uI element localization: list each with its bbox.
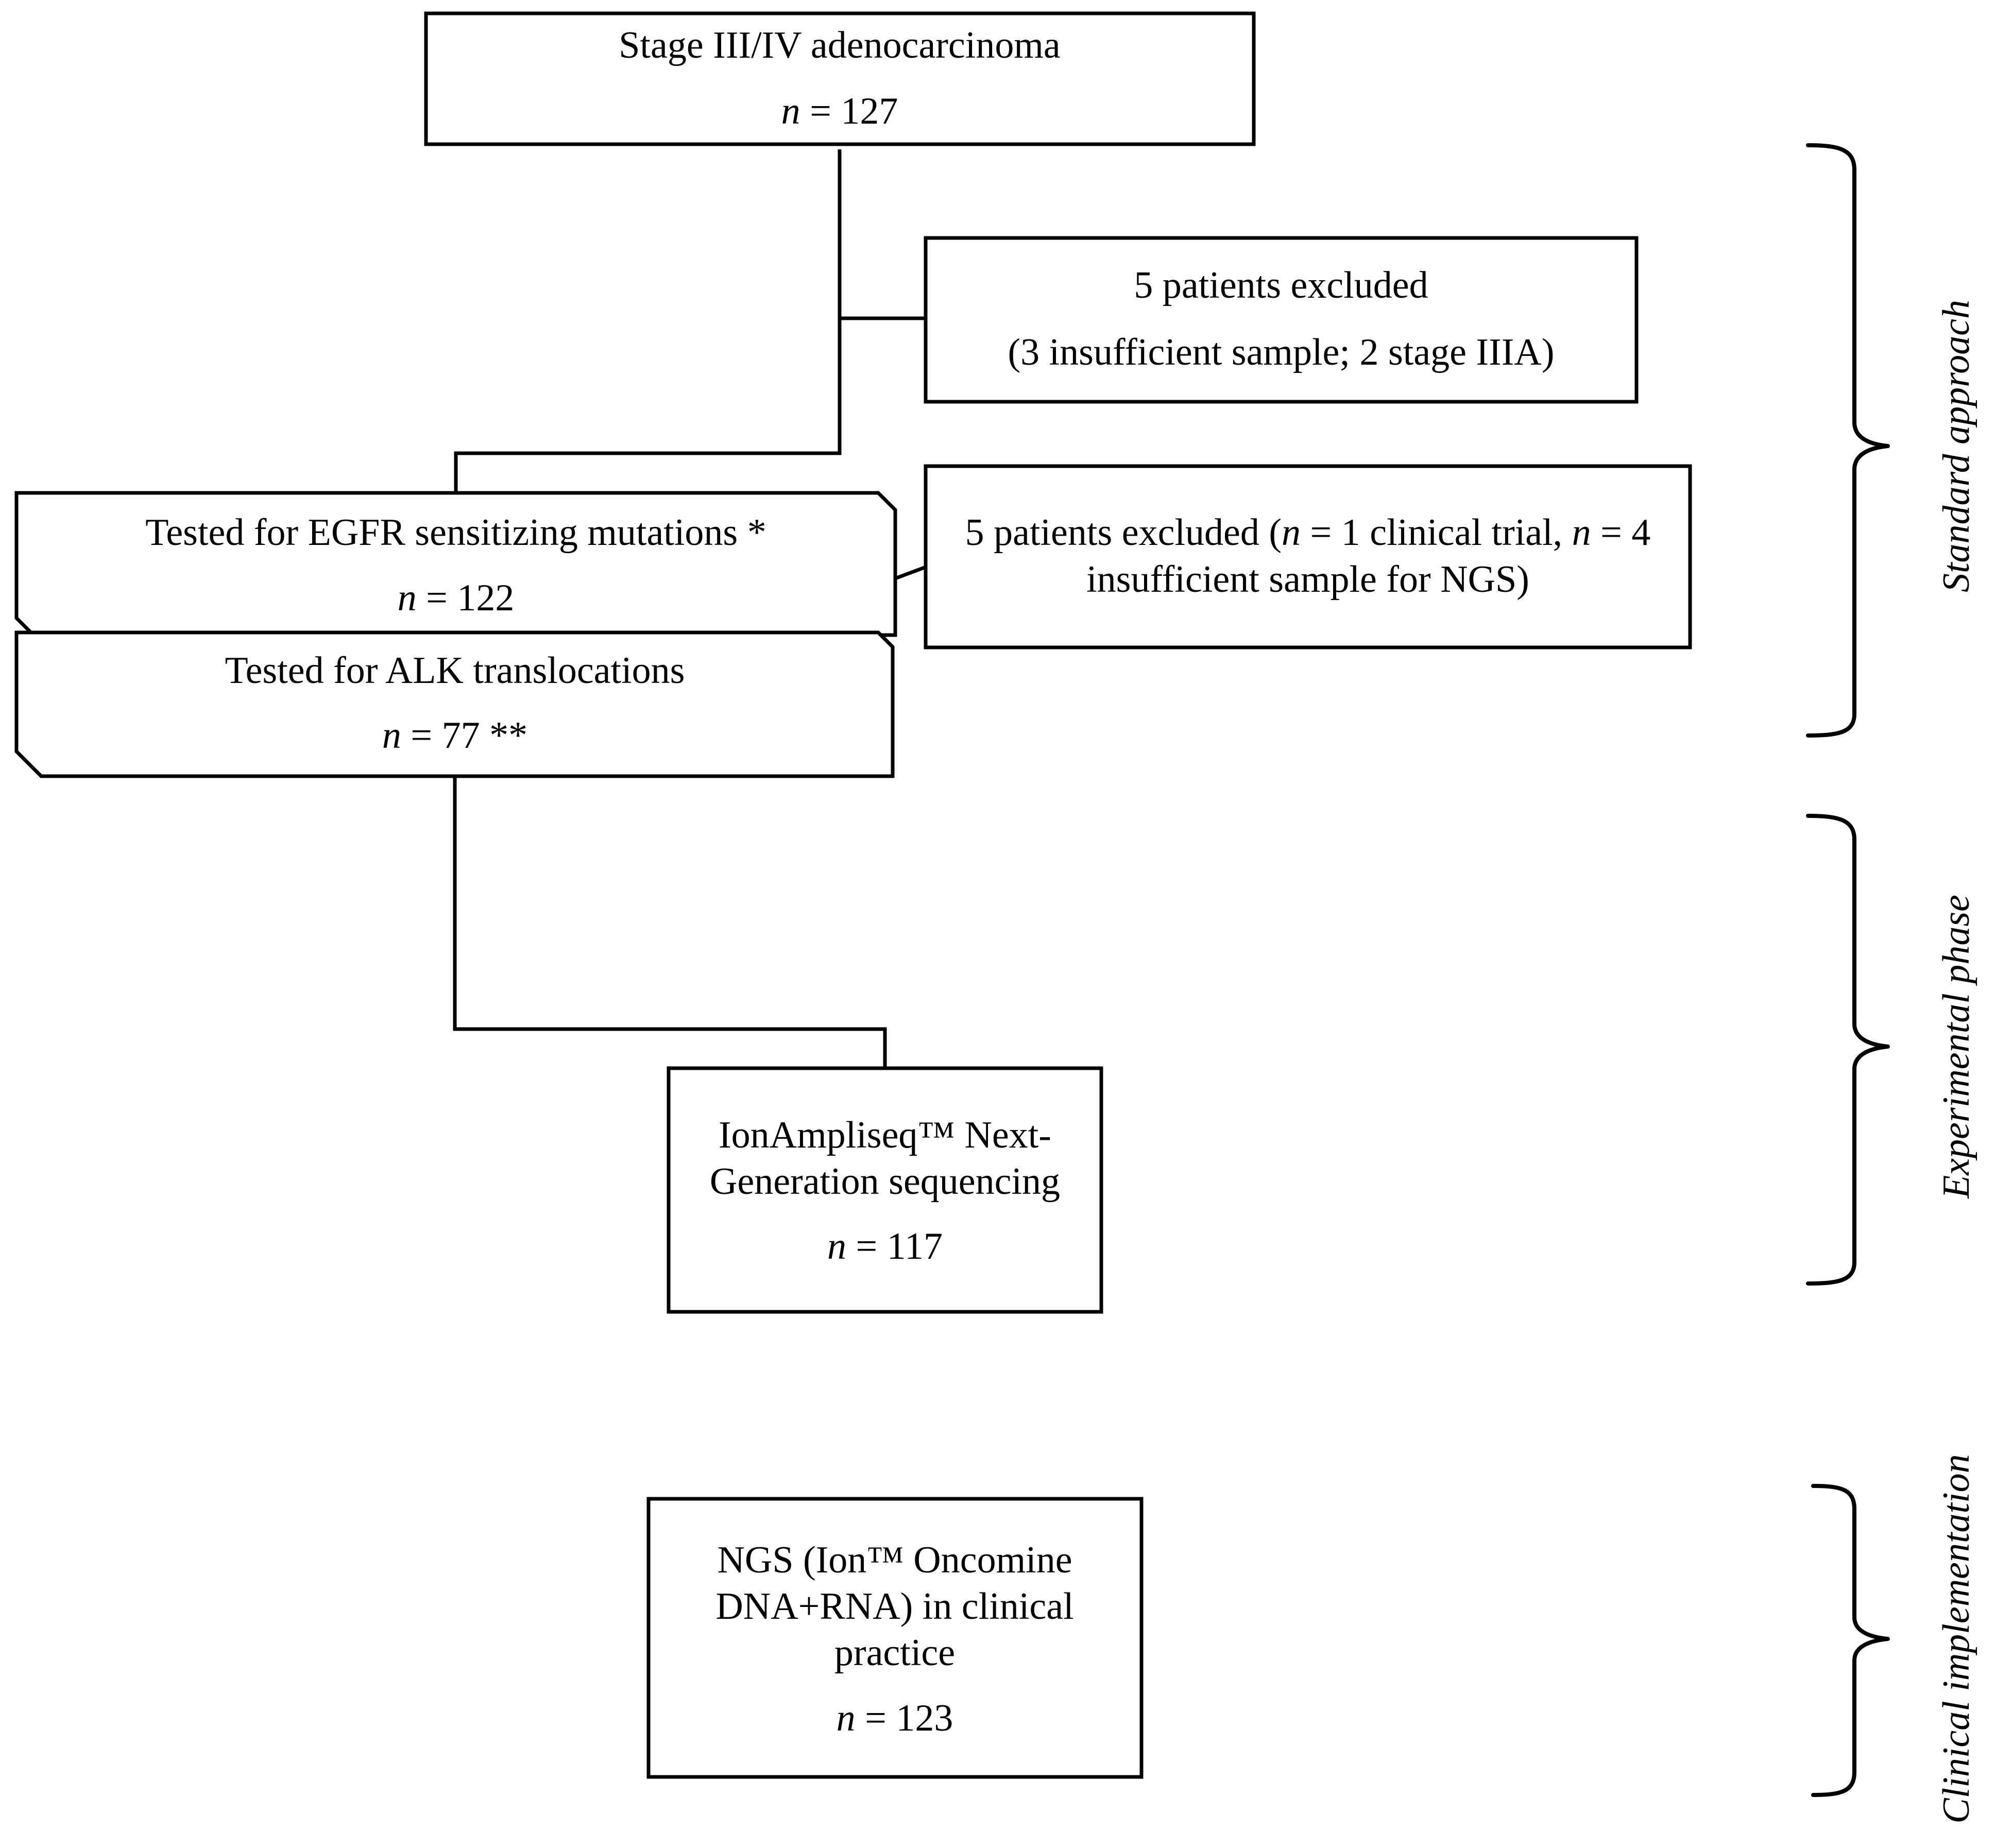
connector-to-exclusion-2 <box>894 565 927 580</box>
brace-clinical-implementation <box>1811 1484 1890 1797</box>
exclusion-2-text-a: 5 patients excluded ( <box>965 511 1282 554</box>
start-box: Stage III/IV adenocarcinoma n = 127 <box>424 11 1256 146</box>
start-count: n = 127 <box>781 90 898 132</box>
exclusion-2-n-symbol-2: n <box>1572 511 1591 554</box>
ngs-experimental-box: IonAmpliseq™ Next- Generation sequencing… <box>667 1066 1103 1314</box>
alk-n-symbol: n <box>382 714 401 757</box>
exclusion-1-line-1: 5 patients excluded <box>1134 264 1428 306</box>
ngs-experimental-n-symbol: n <box>827 1225 846 1268</box>
egfr-n-symbol: n <box>398 577 417 619</box>
ngs-clinical-count: n = 123 <box>837 1697 953 1739</box>
phase-label-experimental-phase: Experimental phase <box>1935 895 1977 1199</box>
ngs-clinical-n-symbol: n <box>837 1697 856 1739</box>
exclusion-box-2: 5 patients excluded (n = 1 clinical tria… <box>924 464 1692 649</box>
ngs-experimental-line-1: IonAmpliseq™ Next- <box>719 1114 1051 1156</box>
alk-box: Tested for ALK translocations n = 77 ** <box>14 630 895 778</box>
start-n-value: = 127 <box>800 90 898 132</box>
exclusion-2-text-b: = 1 clinical trial, <box>1301 511 1572 554</box>
ngs-clinical-box: NGS (Ion™ Oncomine DNA+RNA) in clinical … <box>646 1497 1144 1779</box>
exclusion-box-1: 5 patients excluded (3 insufficient samp… <box>924 236 1639 404</box>
ngs-experimental-n-value: = 117 <box>846 1225 943 1268</box>
egfr-title: Tested for EGFR sensitizing mutations * <box>145 511 766 554</box>
exclusion-1-line-2: (3 insufficient sample; 2 stage IIIA) <box>1008 331 1554 373</box>
alk-n-value: = 77 ** <box>401 714 527 757</box>
ngs-experimental-count: n = 117 <box>827 1225 943 1268</box>
phase-braces <box>1806 143 1890 1797</box>
exclusion-box-1-frame <box>924 236 1639 404</box>
brace-standard-approach <box>1806 143 1890 738</box>
exclusion-2-n-symbol-1: n <box>1282 511 1301 554</box>
phase-label-standard-approach: Standard approach <box>1935 300 1977 592</box>
egfr-box: Tested for EGFR sensitizing mutations * … <box>14 491 897 637</box>
egfr-n-value: = 122 <box>417 577 515 619</box>
ngs-experimental-line-2: Generation sequencing <box>710 1160 1060 1203</box>
ngs-clinical-n-value: = 123 <box>856 1697 953 1739</box>
start-n-symbol: n <box>781 90 800 132</box>
phase-label-clinical-implementation: Clinical implementation <box>1935 1454 1977 1823</box>
exclusion-2-line-1: 5 patients excluded (n = 1 clinical tria… <box>965 511 1651 554</box>
brace-experimental-phase <box>1806 814 1890 1286</box>
connectors <box>453 149 927 1068</box>
ngs-experimental-box-frame <box>667 1066 1103 1314</box>
alk-title: Tested for ALK translocations <box>225 649 685 692</box>
connector-start-to-egfr <box>454 149 842 493</box>
ngs-clinical-line-3: practice <box>834 1632 955 1674</box>
connector-alk-to-ngs <box>453 776 887 1068</box>
start-box-frame <box>424 11 1256 146</box>
ngs-clinical-box-frame <box>646 1497 1144 1779</box>
alk-box-frame <box>14 630 895 778</box>
egfr-count: n = 122 <box>398 577 515 619</box>
ngs-clinical-line-1: NGS (Ion™ Oncomine <box>717 1539 1072 1581</box>
alk-count: n = 77 ** <box>382 714 527 757</box>
ngs-clinical-line-2: DNA+RNA) in clinical <box>715 1585 1073 1628</box>
exclusion-2-line-2: insufficient sample for NGS) <box>1086 558 1529 601</box>
start-title: Stage III/IV adenocarcinoma <box>619 24 1060 66</box>
exclusion-2-text-c: = 4 <box>1591 511 1651 554</box>
exclusion-box-2-frame <box>924 464 1692 649</box>
egfr-box-frame <box>14 491 897 637</box>
